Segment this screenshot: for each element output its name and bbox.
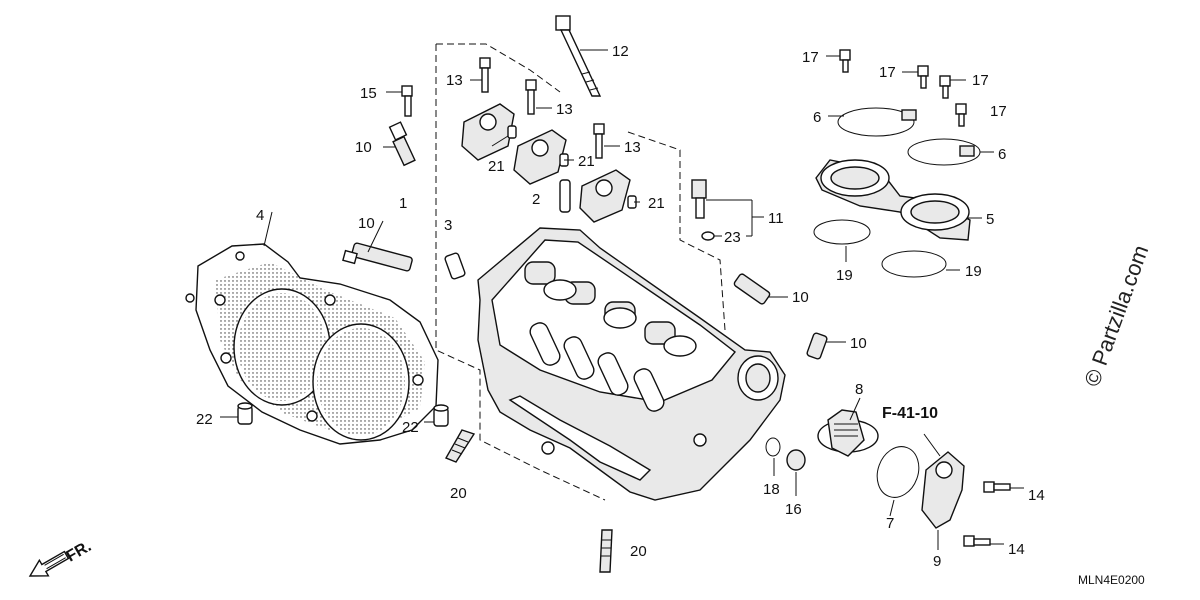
- cam-holder-a: [461, 103, 515, 161]
- plug-16: [786, 449, 806, 471]
- callout-10-top: 10: [355, 139, 372, 156]
- cam-holder-c: [579, 169, 631, 223]
- dowel-21-a: [507, 125, 517, 139]
- catalog-code: MLN4E0200: [1078, 573, 1145, 587]
- band-6-right: [907, 138, 981, 166]
- bolt-17-c: [939, 75, 951, 99]
- reference-label: F-41-10: [882, 405, 938, 422]
- front-direction-label: FR.: [64, 538, 95, 566]
- bolt-14-bottom: [963, 535, 991, 547]
- leader-lines: [220, 49, 1024, 550]
- callout-6-left: 6: [813, 109, 821, 126]
- stud-bolt-20-left: [444, 429, 476, 463]
- temp-sensor-11: [691, 179, 707, 219]
- bolt-15: [401, 85, 413, 117]
- dowel-pin-22-left: [237, 402, 253, 425]
- cam-holder-b: [513, 129, 567, 185]
- callout-18: 18: [763, 481, 780, 498]
- band-6-left: [837, 107, 917, 137]
- callout-16: 16: [785, 501, 802, 518]
- callout-13-a: 13: [446, 72, 463, 89]
- callout-1: 1: [399, 195, 407, 212]
- oring-19-right: [881, 250, 947, 278]
- sensor-10-lower: [806, 332, 828, 360]
- callout-20-left: 20: [450, 485, 467, 502]
- dowel-pin-22-right: [433, 404, 449, 427]
- cam-bolt-13-b: [525, 79, 537, 115]
- callout-17-b: 17: [879, 64, 896, 81]
- cam-bolt-13-a: [479, 57, 491, 93]
- callout-21-c: 21: [648, 195, 665, 212]
- callout-17-a: 17: [802, 49, 819, 66]
- insulator-5: [815, 159, 971, 241]
- callout-5: 5: [986, 211, 994, 228]
- callout-9: 9: [933, 553, 941, 570]
- bolt-17-b: [917, 65, 929, 89]
- callout-12: 12: [612, 43, 629, 60]
- spark-plug-10-left: [342, 242, 413, 272]
- callout-22-right: 22: [402, 419, 419, 436]
- callout-17-d: 17: [990, 103, 1007, 120]
- thermostat-8: [817, 409, 879, 457]
- cam-bolt-13-c: [593, 123, 605, 159]
- callout-19-right: 19: [965, 263, 982, 280]
- watermark: © Partzilla.com: [1079, 242, 1153, 390]
- thermostat-case-9: [921, 451, 965, 529]
- callout-6-right: 6: [998, 146, 1006, 163]
- callout-4: 4: [256, 207, 264, 224]
- callout-11: 11: [768, 210, 784, 227]
- callout-14-top: 14: [1028, 487, 1045, 504]
- oring-19-left: [813, 219, 871, 245]
- washer-18: [765, 437, 781, 457]
- washer-23: [701, 231, 715, 241]
- bolt-17-a: [839, 49, 851, 73]
- callout-19-left: 19: [836, 267, 853, 284]
- callout-7: 7: [886, 515, 894, 532]
- bolt-17-d: [955, 103, 967, 127]
- spark-plug-10-top: [388, 121, 416, 167]
- callout-13-b: 13: [556, 101, 573, 118]
- callout-3: 3: [444, 217, 452, 234]
- callout-15: 15: [360, 85, 377, 102]
- cylinder-head: [477, 227, 786, 501]
- callout-23: 23: [724, 229, 741, 246]
- head-bolt-12: [555, 15, 602, 97]
- callout-22-left: 22: [196, 411, 213, 428]
- front-direction-arrow: [28, 550, 70, 577]
- spark-plug-10-right: [733, 273, 771, 305]
- callout-21-a: 21: [488, 158, 505, 175]
- assembly-outline: [435, 43, 726, 501]
- callout-8: 8: [855, 381, 863, 398]
- dowel-2: [559, 179, 571, 213]
- callout-14-bottom: 14: [1008, 541, 1025, 558]
- dowel-3: [444, 252, 466, 280]
- callout-20-bottom: 20: [630, 543, 647, 560]
- callout-10-lower: 10: [850, 335, 867, 352]
- stud-bolt-20-bottom: [599, 529, 613, 573]
- head-gasket: [185, 243, 439, 445]
- callout-13-c: 13: [624, 139, 641, 156]
- callout-17-c: 17: [972, 72, 989, 89]
- callout-21-b: 21: [578, 153, 595, 170]
- bolt-14-top: [983, 481, 1011, 493]
- callout-labels: 1 2 3 4 5 6 6 7 8 9 10 10 10 10 11 12 13…: [196, 43, 1045, 570]
- callout-10-left: 10: [358, 215, 375, 232]
- callout-10-right: 10: [792, 289, 809, 306]
- callout-2: 2: [532, 191, 540, 208]
- oring-7: [876, 446, 920, 498]
